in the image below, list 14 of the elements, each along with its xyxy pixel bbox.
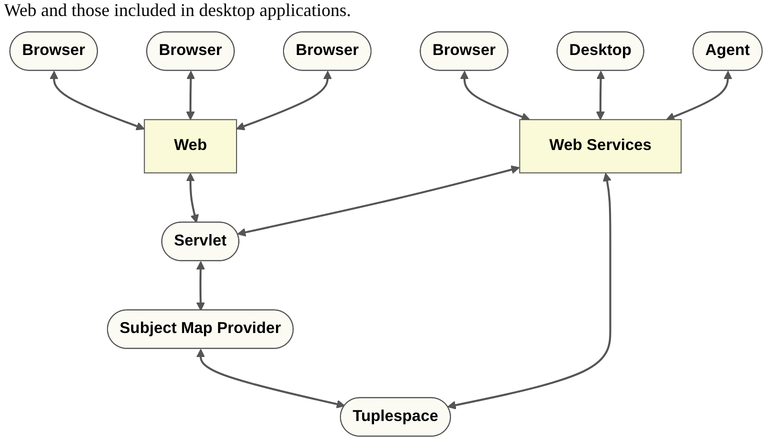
arrow xyxy=(196,261,204,311)
arrow xyxy=(460,70,530,121)
node-box: Web xyxy=(143,119,237,174)
arrow xyxy=(196,348,345,408)
arrow xyxy=(49,70,144,130)
note-text: Web and those included in desktop applications. xyxy=(4,0,351,21)
arrow xyxy=(236,165,520,237)
node-box: Web Services xyxy=(518,119,682,174)
arrow xyxy=(186,70,195,120)
arrow xyxy=(446,172,611,410)
arrow xyxy=(666,70,732,121)
arrow xyxy=(596,70,605,120)
arrow xyxy=(186,172,198,224)
arrow xyxy=(236,70,332,130)
